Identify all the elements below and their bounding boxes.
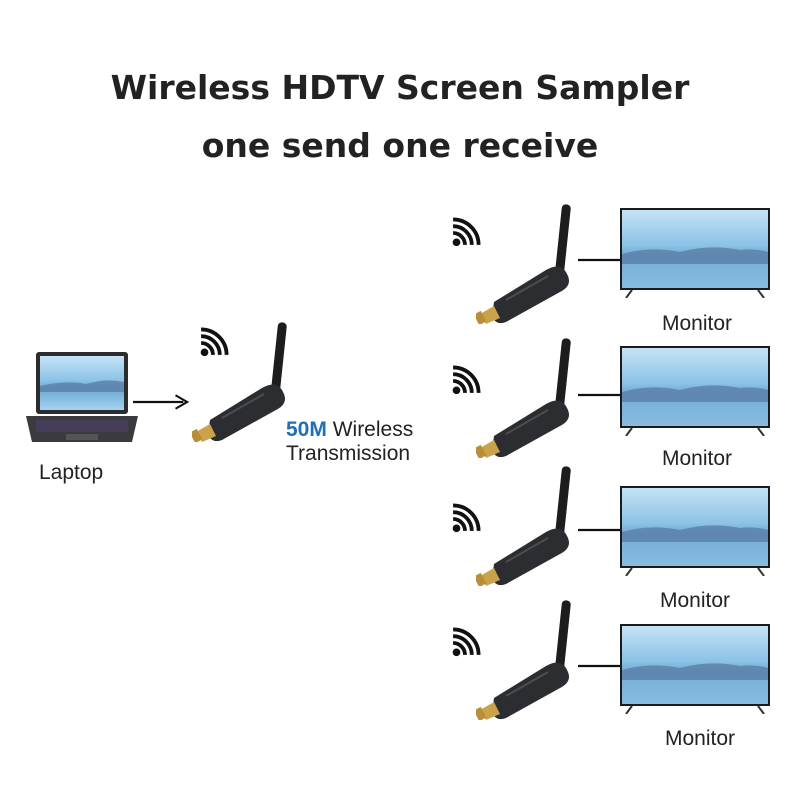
arrow-right-icon (133, 392, 191, 412)
transmission-text1: Wireless (332, 418, 414, 441)
laptop-icon (26, 352, 138, 442)
transmission-speed: 50M (286, 418, 327, 441)
transmission-text2: Transmission (286, 442, 411, 465)
monitor-icon (620, 208, 770, 298)
hdmi-dongle-icon (476, 204, 576, 324)
monitor-icon (620, 624, 770, 714)
monitor-label: Monitor (661, 312, 733, 335)
monitor-icon (620, 486, 770, 576)
page-title: Wireless HDTV Screen Sampler (110, 68, 690, 107)
transmission-label: 50M Wireless Transmission (286, 418, 413, 466)
monitor-icon (620, 346, 770, 436)
hdmi-dongle-icon (476, 466, 576, 586)
page-subtitle: one send one receive (201, 126, 599, 165)
hdmi-dongle-icon (476, 338, 576, 458)
hdmi-dongle-icon (476, 600, 576, 720)
hdmi-dongle-icon (192, 322, 292, 442)
monitor-label: Monitor (659, 589, 731, 612)
monitor-label: Monitor (661, 447, 733, 470)
laptop-label: Laptop (39, 461, 104, 484)
monitor-label: Monitor (664, 727, 736, 750)
